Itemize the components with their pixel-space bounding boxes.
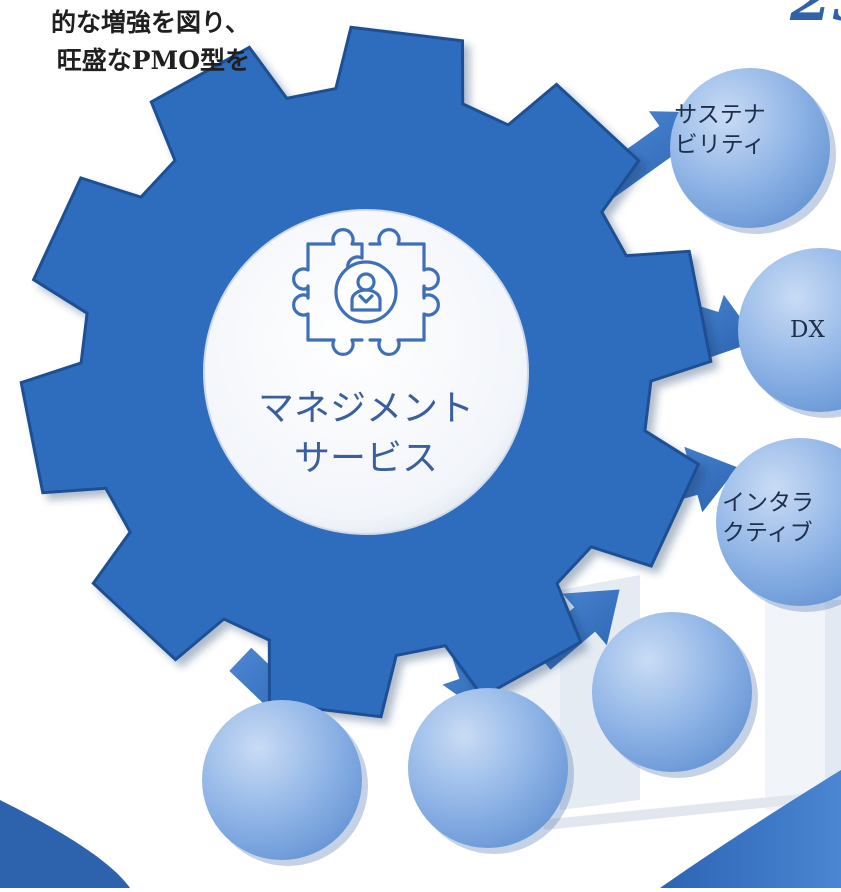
puzzle-person-icon — [292, 228, 440, 356]
node-label-interactive-line-2: クティブ — [722, 520, 813, 546]
gear-hub — [203, 209, 529, 535]
nodes-group — [202, 68, 841, 866]
node-sustainability — [670, 68, 830, 228]
center-label-line-1: マネジメント — [257, 388, 474, 429]
node-label-sustainability-line-1: サステナ — [674, 102, 766, 128]
intro-line-2: 旺盛なPMO型を — [56, 46, 250, 75]
intro-text: 的な増強を図り、 旺盛なPMO型を — [0, 4, 250, 80]
node-bottom-right — [592, 612, 752, 772]
bottom-left-band — [0, 800, 130, 888]
intro-line-1: 的な増強を図り、 — [50, 8, 250, 37]
node-dx — [738, 248, 841, 412]
node-label-dx: DX — [790, 315, 841, 345]
node-label-interactive-line-1: インタラ — [722, 490, 814, 516]
node-interactive — [716, 438, 841, 606]
node-label-dx-line-1: DX — [790, 317, 825, 343]
node-label-sustainability: サステナ ビリティ — [660, 100, 780, 160]
corner-number: 25 — [789, 0, 841, 35]
node-label-sustainability-line-2: ビリティ — [674, 132, 766, 158]
center-label-line-2: サービス — [293, 438, 438, 479]
node-bottom-middle — [408, 688, 568, 848]
node-bottom-left — [202, 700, 362, 860]
center-label: マネジメント サービス — [240, 384, 492, 484]
node-label-interactive: インタラ クティブ — [722, 488, 841, 548]
bottom-right-band — [660, 770, 841, 888]
